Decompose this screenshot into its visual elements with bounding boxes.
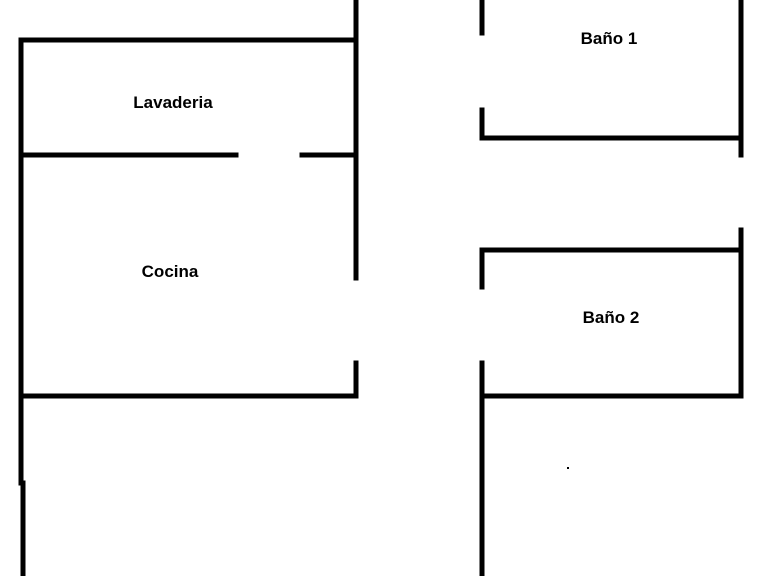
- room-label-bano-2: Baño 2: [583, 308, 640, 327]
- room-label-lavaderia: Lavaderia: [133, 93, 213, 112]
- stray-dot: [567, 467, 569, 469]
- room-label-cocina: Cocina: [142, 262, 199, 281]
- room-label-bano-1: Baño 1: [581, 29, 638, 48]
- walls: [18, 0, 744, 576]
- room-labels: Lavaderia Cocina Baño 1 Baño 2: [133, 29, 639, 327]
